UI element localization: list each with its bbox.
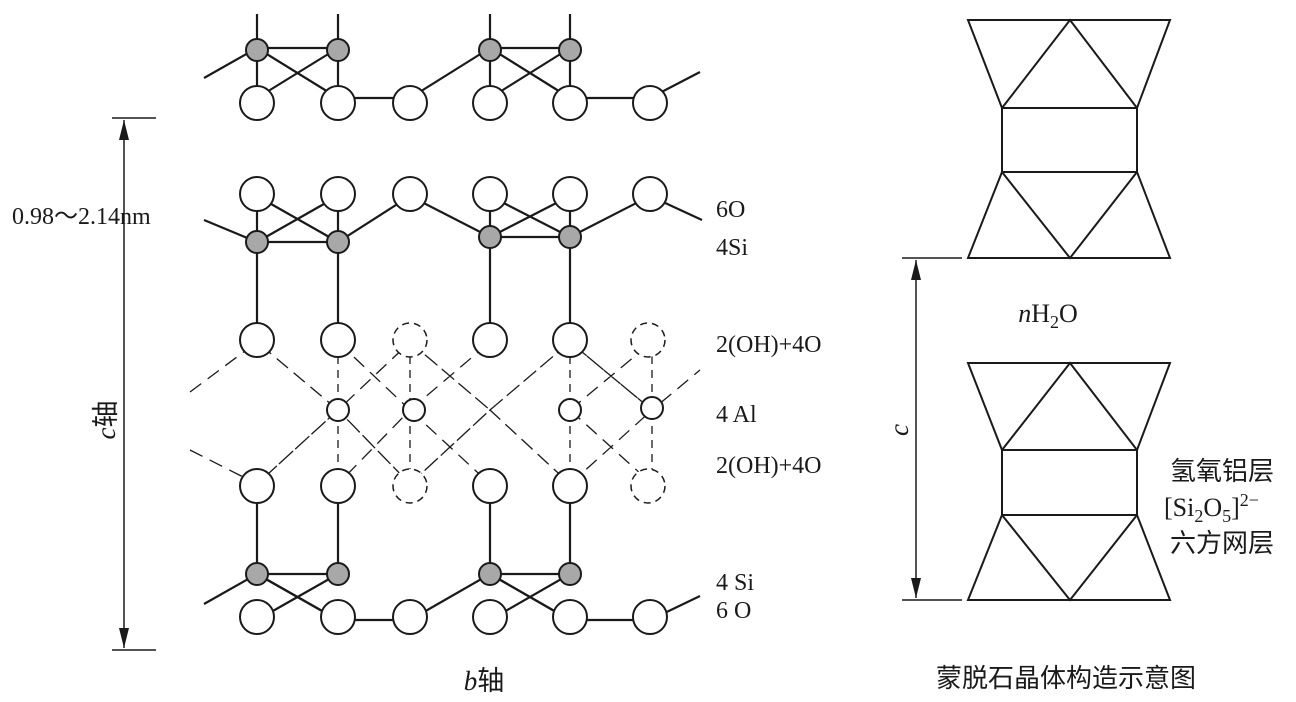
lower-sheet-zigzag (203, 572, 701, 622)
bottom-tetrahedral-block (966, 514, 1172, 601)
oxygen-atom (392, 85, 428, 121)
aluminum-atom (402, 398, 426, 422)
layer-schematic: nH2O c 氢氧铝层 [Si2O5]2− 六方网层 蒙脱石晶体构造示意图 (884, 18, 1274, 693)
oxygen-atom (472, 599, 508, 635)
aluminum-atom (558, 398, 582, 422)
silicon-atom (558, 562, 582, 586)
label-upper-hydroxyl: 2(OH)+4O (716, 332, 822, 358)
c-axis-label: c轴 (91, 401, 121, 440)
aluminum-atom (640, 396, 664, 420)
hydroxyl-oxygen-atom-behind (392, 322, 428, 358)
lower-tetrahedral-sheet (203, 503, 701, 635)
hydroxyl-oxygen-atom (239, 322, 275, 358)
oxygen-atom (320, 176, 356, 212)
oxygen-atom (632, 176, 668, 212)
hydroxyl-oxygen-atom (239, 468, 275, 504)
top-tetrahedral-block (966, 19, 1172, 109)
octahedral-block (1001, 449, 1138, 516)
hydroxyl-oxygen-atom-behind (630, 468, 666, 504)
schematic-unit-lower (966, 361, 1172, 602)
oxygen-atom (632, 85, 668, 121)
water-layer-label: nH2O (1018, 299, 1078, 332)
upper-tetrahedral-sheet (203, 176, 703, 330)
oxygen-atom (472, 176, 508, 212)
silicon-atom (478, 38, 502, 62)
legend-silicate-formula: [Si2O5]2− (1164, 490, 1259, 526)
oxygen-atom (239, 85, 275, 121)
hydroxyl-oxygen-atom (320, 322, 356, 358)
lower-sheet-verticals (255, 503, 572, 574)
top-sheet-crossbonds (256, 46, 571, 99)
layer-labels: 6O 4Si 2(OH)+4O 4 Al 2(OH)+4O 4 Si 6 O (716, 197, 822, 624)
octahedral-dashed-bonds (189, 341, 701, 485)
silicon-atom (326, 562, 350, 586)
upper-sheet-crossbonds (256, 195, 571, 243)
oxygen-atom (472, 85, 508, 121)
oxygen-atom (239, 176, 275, 212)
label-bottom-oxygen: 6 O (716, 598, 751, 624)
aluminum-atom (326, 398, 350, 422)
dimension-value-label: 0.98～2.14nm (12, 204, 151, 230)
atomic-structure: 6O 4Si 2(OH)+4O 4 Al 2(OH)+4O 4 Si 6 O 0… (12, 14, 822, 696)
octahedral-block (1001, 107, 1138, 173)
legend-hexagonal-net-layer: 六方网层 (1170, 529, 1274, 558)
label-aluminum: 4 Al (716, 402, 757, 428)
octahedral-sheet (189, 322, 701, 504)
hydroxyl-oxygen-atom-behind (392, 468, 428, 504)
lower-sheet-crossbonds (256, 572, 571, 621)
oxygen-atom (632, 599, 668, 635)
top-block-inner-lines (1001, 18, 1138, 109)
dimension-arrow-up (119, 120, 129, 140)
schematic-unit-upper (966, 18, 1172, 260)
silicon-atom (478, 225, 502, 249)
silicon-atom (326, 38, 350, 62)
label-bottom-silicon: 4 Si (716, 570, 754, 596)
hydroxyl-oxygen-atom-behind (630, 322, 666, 358)
dimension-arrow-down (119, 628, 129, 648)
hydroxyl-oxygen-atom (320, 468, 356, 504)
c-dimension-label: c (884, 424, 914, 436)
schematic-legend: 氢氧铝层 [Si2O5]2− 六方网层 (1164, 457, 1274, 558)
oxygen-atom (320, 599, 356, 635)
octahedral-vertical-dashes (337, 342, 653, 484)
c-dimension-arrow-up (911, 260, 921, 280)
silicon-atom (245, 562, 269, 586)
silicon-atom (558, 38, 582, 62)
oxygen-atom (392, 599, 428, 635)
top-tetrahedral-block (966, 362, 1172, 451)
c-dimension-arrow-down (911, 578, 921, 598)
top-block-inner-lines (1001, 361, 1138, 451)
top-sheet-zigzag (203, 46, 701, 100)
oxygen-atom (392, 176, 428, 212)
schematic-c-dimension: c (884, 257, 962, 601)
label-top-silicon: 4Si (716, 235, 748, 261)
silicon-atom (326, 230, 350, 254)
figure-caption: 蒙脱石晶体构造示意图 (936, 664, 1196, 693)
bottom-tetrahedral-block (966, 171, 1172, 259)
hydroxyl-oxygen-atom (552, 322, 588, 358)
label-lower-hydroxyl: 2(OH)+4O (716, 453, 822, 479)
top-partial-sheet (203, 14, 701, 121)
silicon-atom (558, 225, 582, 249)
oxygen-atom (552, 85, 588, 121)
c-axis-dimension: 0.98～2.14nm c轴 (12, 117, 156, 651)
label-top-oxygen: 6O (716, 197, 745, 223)
upper-sheet-zigzag (203, 194, 703, 244)
bottom-block-inner-lines (1001, 514, 1138, 602)
bottom-block-inner-lines (1001, 171, 1138, 260)
silicon-atom (245, 38, 269, 62)
oxygen-atom (320, 85, 356, 121)
hydroxyl-oxygen-atom (552, 468, 588, 504)
hydroxyl-oxygen-atom (472, 468, 508, 504)
silicon-atom (245, 230, 269, 254)
silicon-atom (478, 562, 502, 586)
oxygen-atom (552, 599, 588, 635)
oxygen-atom (552, 176, 588, 212)
hydroxyl-oxygen-atom (472, 322, 508, 358)
oxygen-atom (239, 599, 275, 635)
upper-sheet-verticals (255, 196, 572, 330)
legend-aluminum-hydroxide-layer: 氢氧铝层 (1170, 457, 1274, 486)
b-axis-label: b轴 (464, 666, 505, 696)
